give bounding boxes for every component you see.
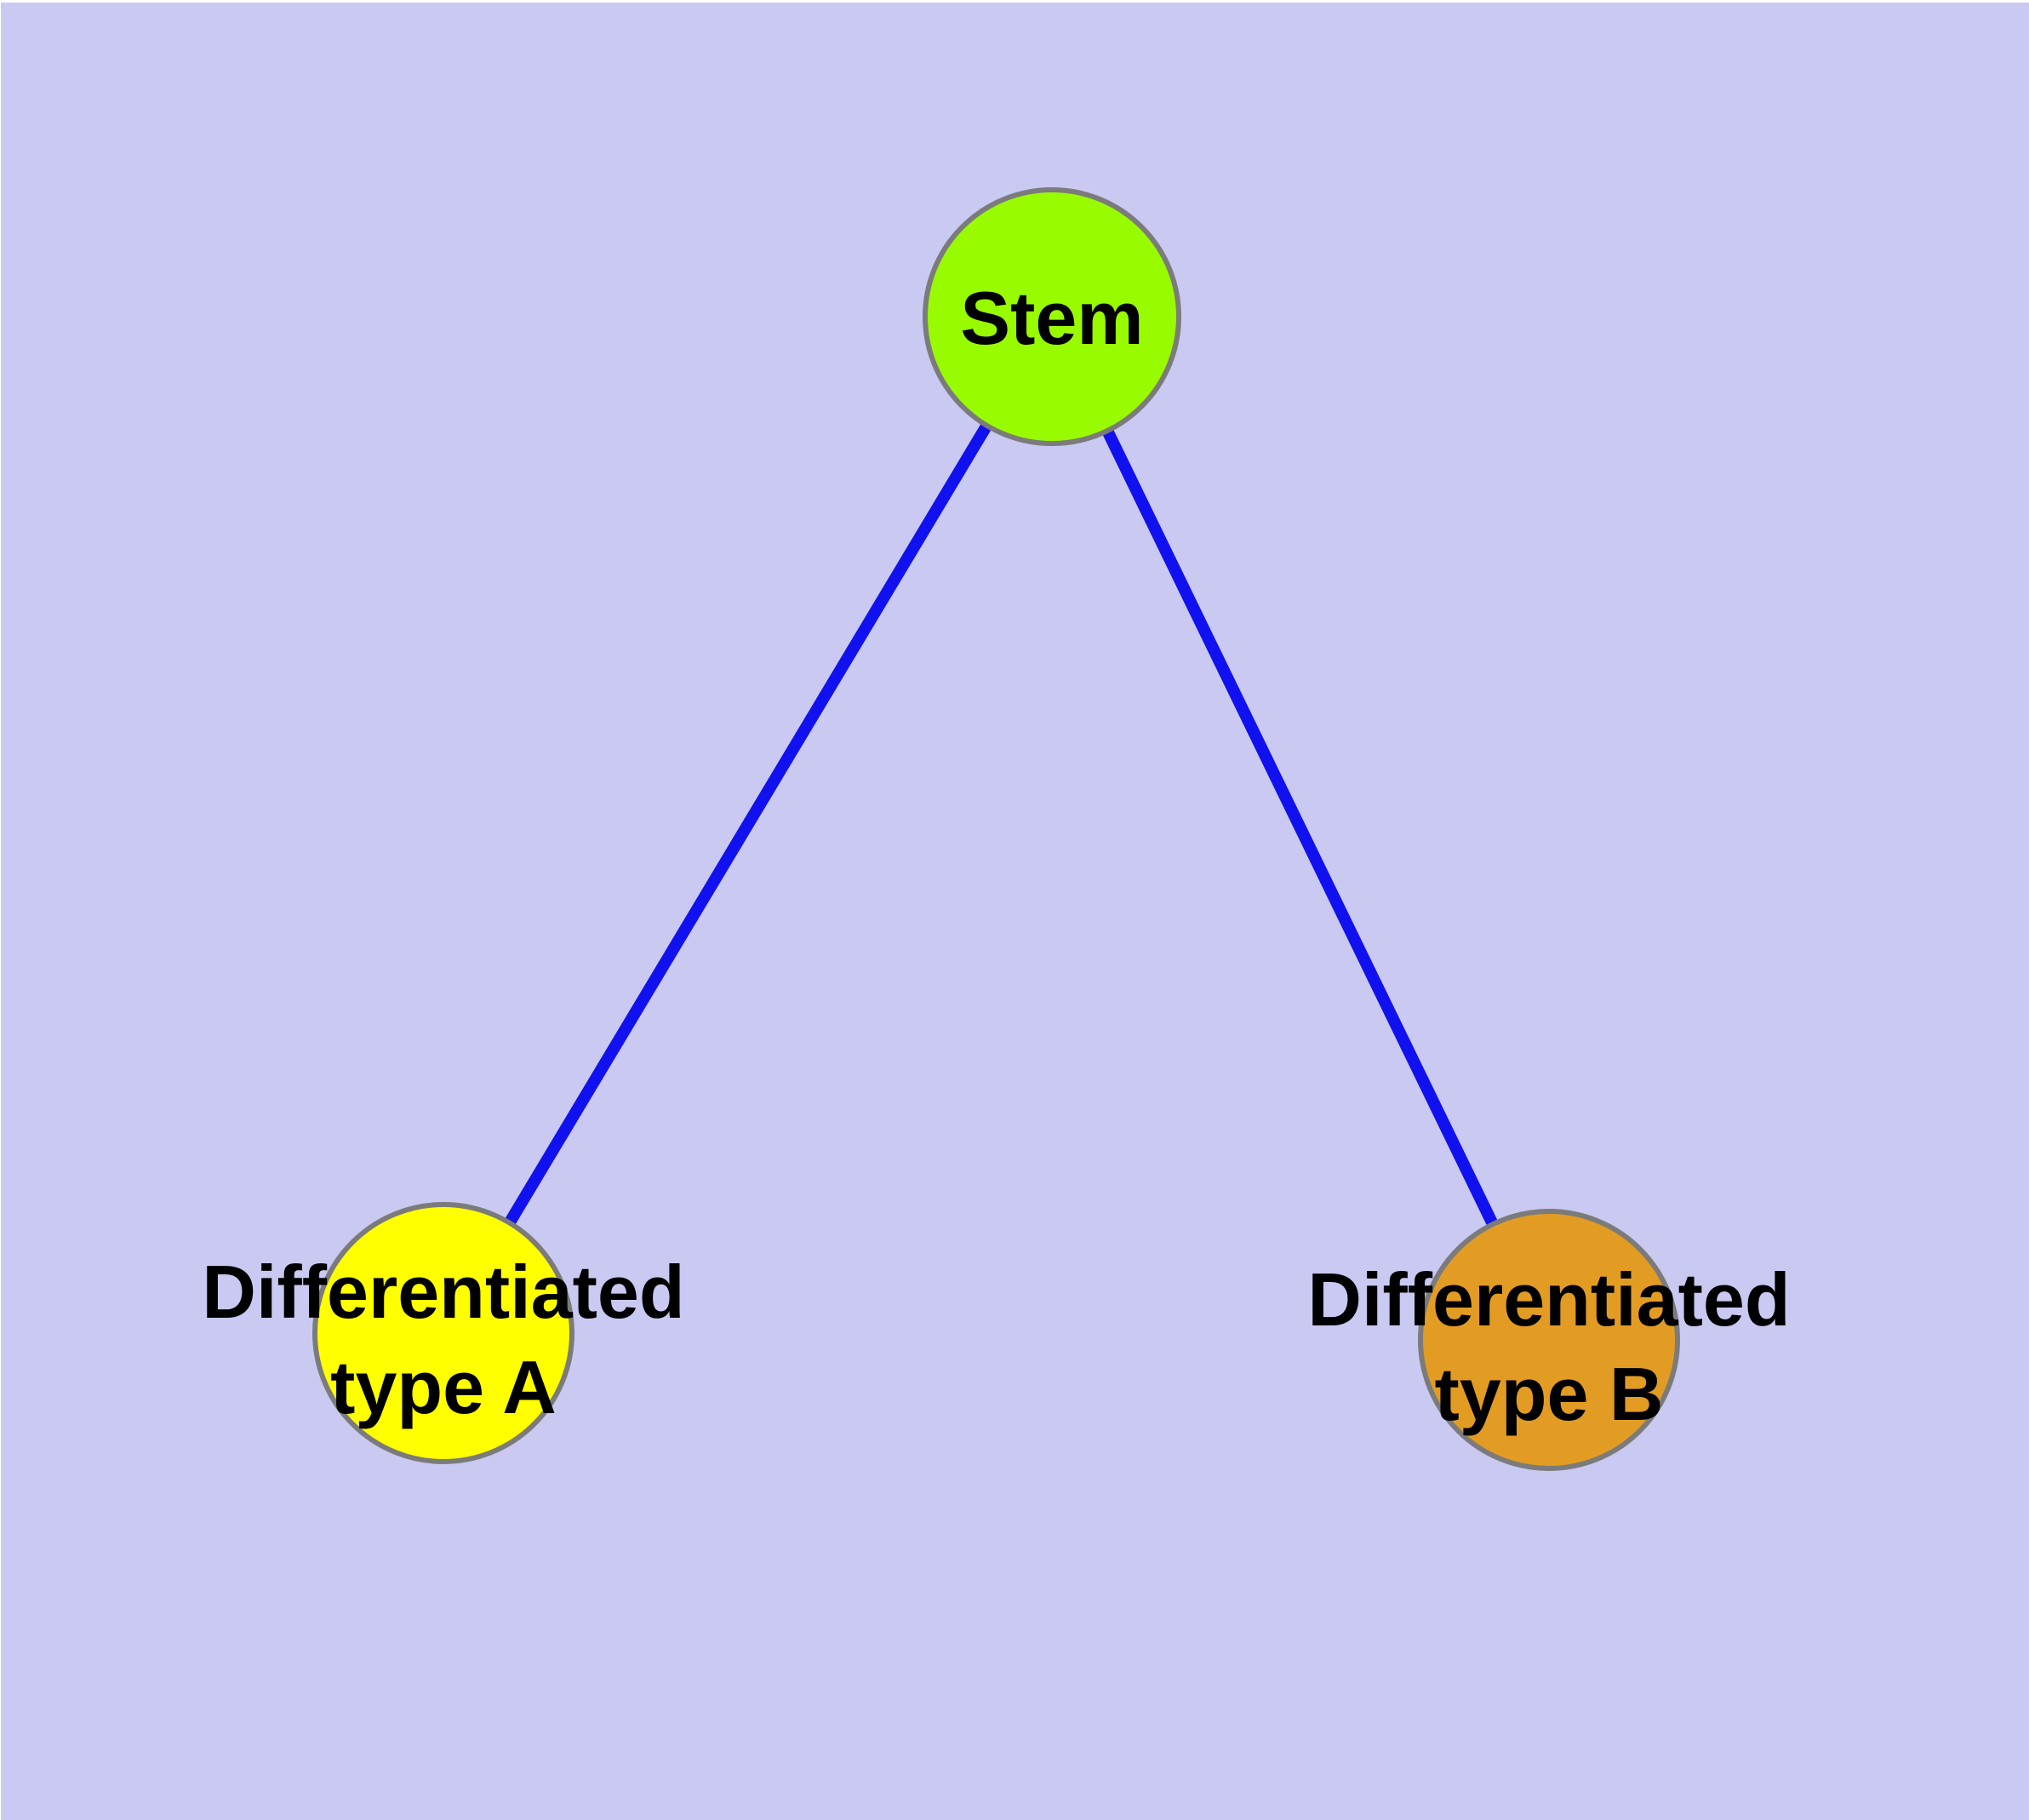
node-differentiated-type-a-circle[interactable] (312, 1202, 574, 1464)
edge-stem-to-type-a (437, 313, 1058, 1336)
stem-node-label: Stem (960, 276, 1143, 360)
node-stem-circle[interactable] (923, 187, 1181, 446)
type-b-node-label-line2: type B (1435, 1352, 1664, 1436)
type-a-node-label-line2: type A (330, 1345, 557, 1429)
edge-stem-to-type-b (1046, 313, 1555, 1343)
type-b-node-label-line1: Differentiated (1307, 1257, 1790, 1342)
node-differentiated-type-b-circle[interactable] (1418, 1209, 1680, 1471)
type-a-node-label-line1: Differentiated (202, 1250, 684, 1334)
